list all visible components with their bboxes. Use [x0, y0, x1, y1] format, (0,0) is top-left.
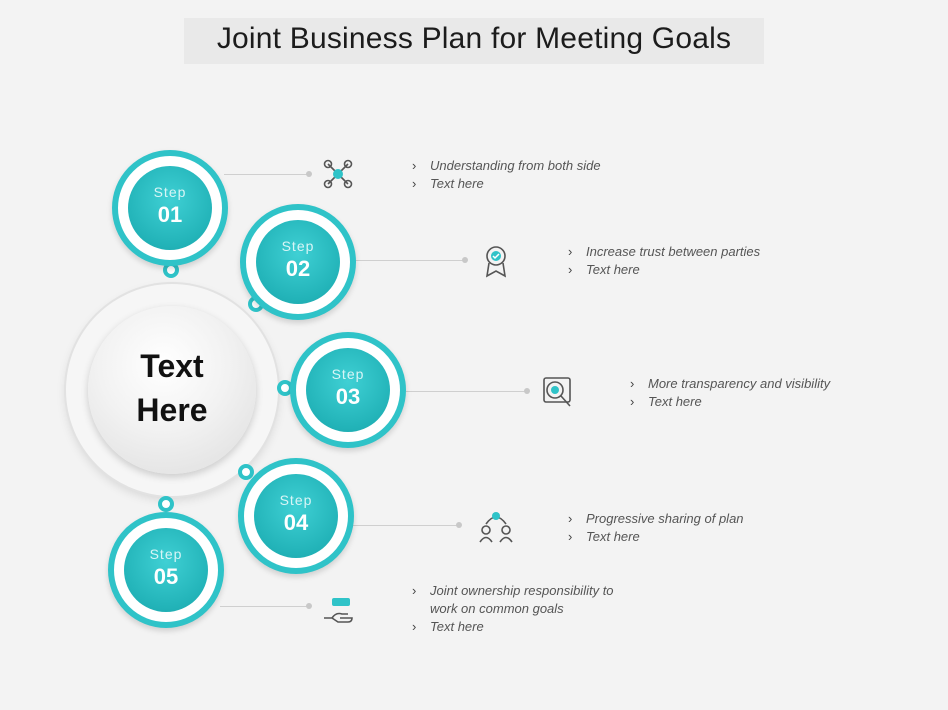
center-text-line1: Text	[140, 348, 204, 384]
connector-dot-05	[306, 603, 312, 609]
award-badge-icon	[476, 240, 516, 280]
step-03-bullet-1: More transparency and visibility	[630, 375, 830, 393]
step-04-label: Step	[279, 492, 313, 508]
connector-dot-03	[524, 388, 530, 394]
drone-icon	[318, 154, 358, 194]
step-05-label: Step	[149, 546, 183, 562]
step-01-number: 01	[157, 202, 183, 227]
step-02-bullet-1: Increase trust between parties	[568, 243, 760, 261]
title-band	[184, 18, 764, 64]
connector-04	[352, 525, 458, 526]
step-03-label: Step	[331, 366, 365, 382]
step-05-bullet-1-cont: work on common goals	[430, 601, 564, 616]
step-02-circle: Step 02	[240, 204, 356, 320]
step-04-bullet-1: Progressive sharing of plan	[568, 510, 744, 528]
step-04-bullet-2: Text here	[568, 528, 744, 546]
page-title: Joint Business Plan for Meeting Goals	[216, 22, 732, 55]
step-05-knob	[158, 496, 174, 512]
step-05-circle: Step 05	[108, 512, 224, 628]
step-02-core	[256, 220, 340, 304]
team-sharing-icon	[476, 506, 516, 546]
center-circle	[88, 306, 256, 474]
search-document-icon	[538, 372, 578, 412]
connector-01	[224, 174, 308, 175]
step-05-bullet-1: Joint ownership responsibility to	[412, 582, 614, 600]
step-05-core	[124, 528, 208, 612]
step-05-number: 05	[153, 564, 179, 589]
step-03-text: More transparency and visibility Text he…	[630, 375, 830, 411]
step-02-bullet-2: Text here	[568, 261, 760, 279]
step-04-number: 04	[283, 510, 309, 535]
step-02-text: Increase trust between parties Text here	[568, 243, 760, 279]
step-01-label: Step	[153, 184, 187, 200]
hand-offering-icon	[320, 588, 360, 628]
step-01-text: Understanding from both side Text here	[412, 157, 601, 193]
connector-dot-04	[456, 522, 462, 528]
step-01-bullet-2: Text here	[412, 175, 601, 193]
center-text: Text Here	[88, 344, 256, 432]
step-01-core	[128, 166, 212, 250]
connector-dot-01	[306, 171, 312, 177]
step-03-core	[306, 348, 390, 432]
connector-03	[406, 391, 526, 392]
step-04-core	[254, 474, 338, 558]
step-05-text: Joint ownership responsibility to work o…	[412, 582, 614, 636]
connector-05	[220, 606, 308, 607]
step-04-text: Progressive sharing of plan Text here	[568, 510, 744, 546]
step-04-circle: Step 04	[238, 458, 354, 574]
step-01-circle: Step 01	[112, 150, 228, 266]
center-text-line2: Here	[136, 392, 208, 428]
step-02-number: 02	[285, 256, 311, 281]
step-03-number: 03	[335, 384, 361, 409]
step-03-bullet-2: Text here	[630, 393, 830, 411]
step-02-label: Step	[281, 238, 315, 254]
step-03-circle: Step 03	[290, 332, 406, 448]
connector-02	[354, 260, 464, 261]
step-04-knob	[238, 464, 254, 480]
step-05-bullet-2: Text here	[412, 618, 614, 636]
connector-dot-02	[462, 257, 468, 263]
step-01-bullet-1: Understanding from both side	[412, 157, 601, 175]
